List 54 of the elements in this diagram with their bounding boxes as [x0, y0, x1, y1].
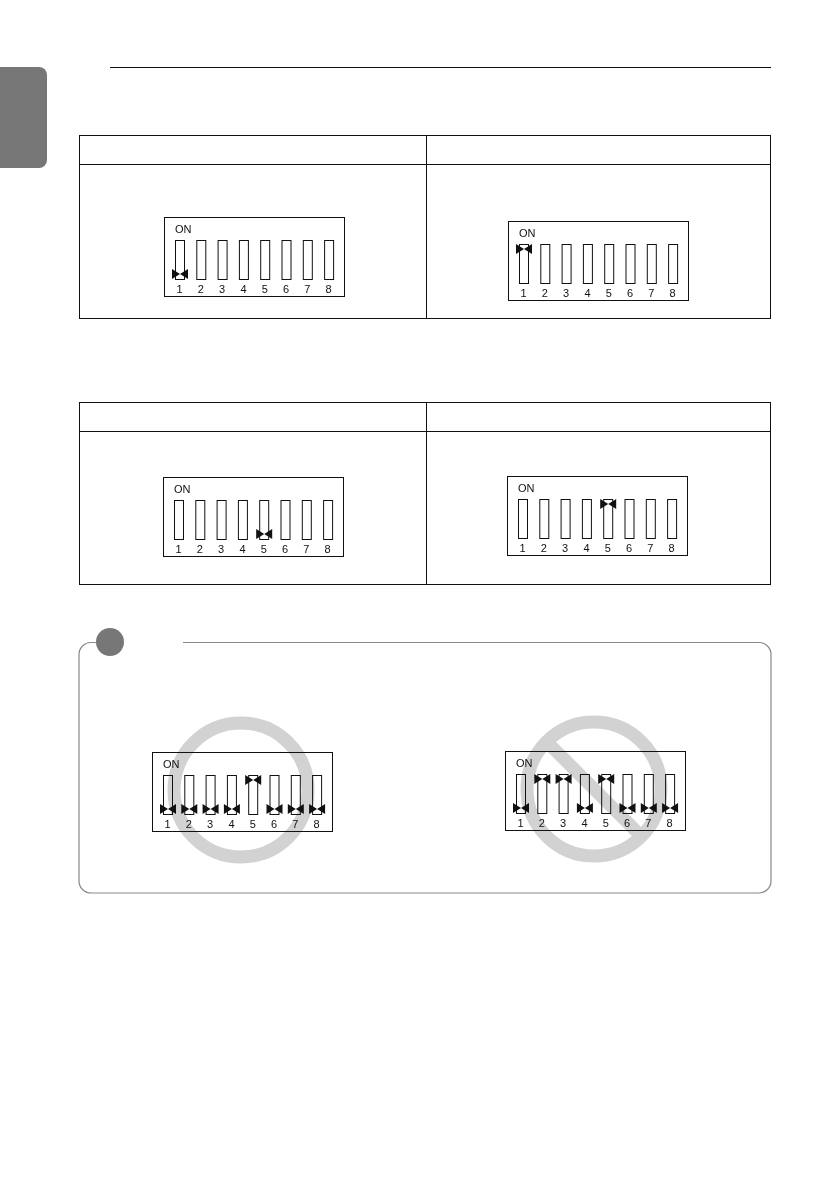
switch-number: 6 [283, 283, 290, 295]
switch-number: 4 [239, 543, 246, 555]
switch-number: 4 [583, 542, 590, 554]
switch-number: 1 [520, 287, 527, 299]
switch-number: 1 [164, 818, 171, 830]
switch-number: 5 [249, 818, 256, 830]
switch-number: 1 [519, 542, 526, 554]
switch-number: 4 [581, 817, 588, 829]
switch-number: 3 [562, 542, 569, 554]
switch-number: 2 [196, 543, 203, 555]
switch-number: 1 [176, 283, 183, 295]
on-label: ON [519, 227, 536, 239]
switch-number: 6 [282, 543, 289, 555]
switch-number: 1 [517, 817, 524, 829]
on-label: ON [175, 223, 192, 235]
switch-number: 8 [668, 542, 675, 554]
switch-number: 8 [666, 817, 673, 829]
switch-number: 4 [240, 283, 247, 295]
switch-number: 8 [669, 287, 676, 299]
switch-number: 2 [540, 542, 547, 554]
switch-number: 2 [538, 817, 545, 829]
switch-number: 7 [292, 818, 299, 830]
switch-number: 5 [605, 287, 612, 299]
switch-number: 5 [602, 817, 609, 829]
switch-number: 2 [185, 818, 192, 830]
switch-number: 5 [260, 543, 267, 555]
switch-number: 7 [645, 817, 652, 829]
switch-number: 3 [560, 817, 567, 829]
switch-number: 6 [626, 542, 633, 554]
switch-number: 3 [207, 818, 214, 830]
switch-number: 7 [304, 283, 311, 295]
switch-number: 3 [219, 283, 226, 295]
switch-number: 7 [647, 542, 654, 554]
switch-number: 6 [271, 818, 278, 830]
switch-number: 5 [604, 542, 611, 554]
switch-number: 8 [324, 543, 331, 555]
switch-number: 7 [303, 543, 310, 555]
switch-number: 3 [563, 287, 570, 299]
switch-number: 7 [648, 287, 655, 299]
switch-number: 6 [627, 287, 634, 299]
switch-number: 6 [624, 817, 631, 829]
on-label: ON [516, 757, 533, 769]
switch-number: 4 [584, 287, 591, 299]
switch-number: 8 [325, 283, 332, 295]
on-label: ON [163, 758, 180, 770]
switch-number: 5 [261, 283, 268, 295]
switch-number: 2 [541, 287, 548, 299]
switch-number: 4 [228, 818, 235, 830]
switch-number: 1 [175, 543, 182, 555]
on-label: ON [174, 483, 191, 495]
on-label: ON [518, 482, 535, 494]
switch-number: 2 [197, 283, 204, 295]
switch-number: 8 [313, 818, 320, 830]
switch-number: 3 [218, 543, 225, 555]
